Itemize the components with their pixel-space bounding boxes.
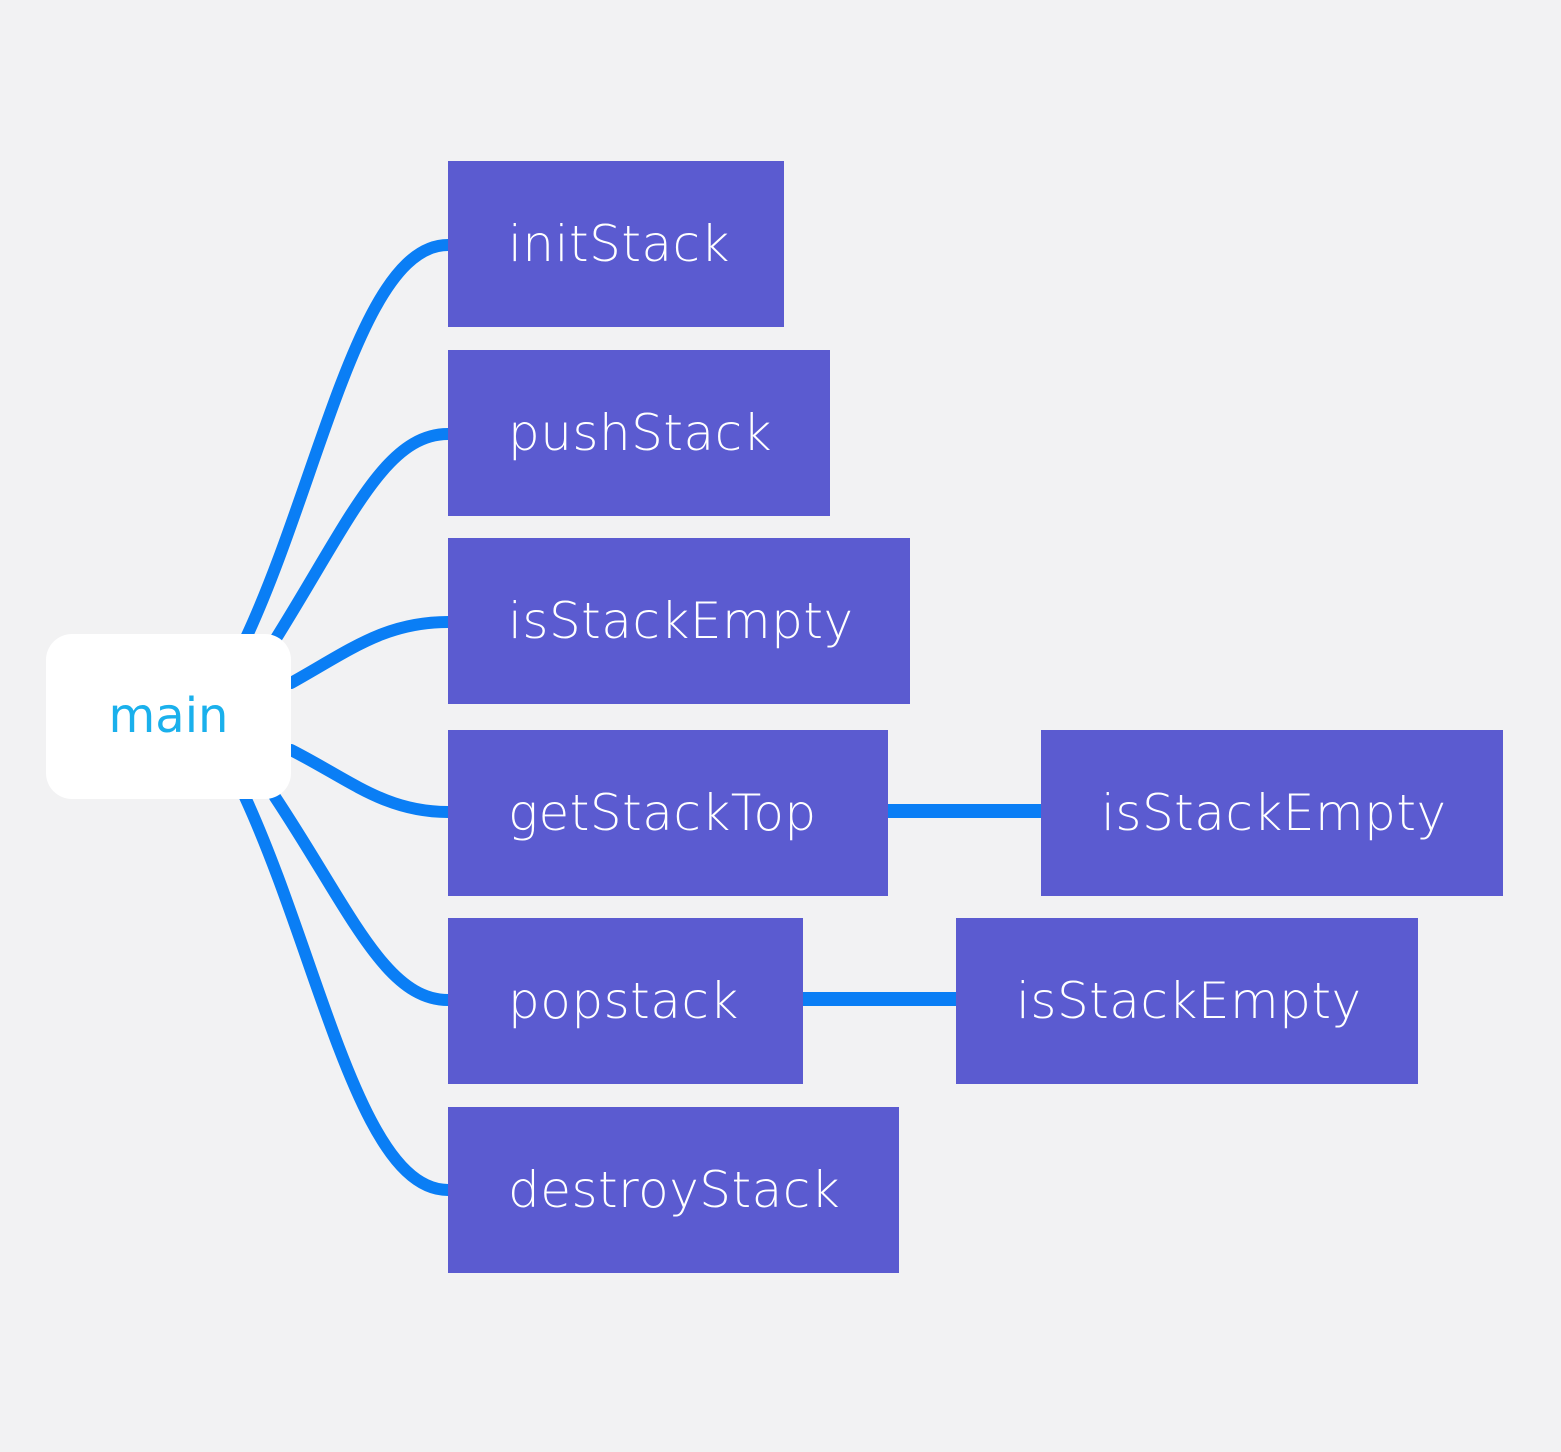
node-popstack[interactable]: popstack: [448, 918, 803, 1084]
node-destroystack[interactable]: destroyStack: [448, 1107, 899, 1273]
node-getstacktop[interactable]: getStackTop: [448, 730, 888, 896]
node-initstack[interactable]: initStack: [448, 161, 784, 327]
connector-main-isstackempty: [285, 616, 454, 689]
connector-main-popstack: [269, 791, 454, 1006]
node-isstackempty[interactable]: isStackEmpty: [448, 538, 910, 704]
connector-main-destroystack: [239, 791, 454, 1196]
connector-main-pushstack: [269, 428, 454, 646]
node-pushstack[interactable]: pushStack: [448, 350, 830, 516]
node-popstack-isstackempty[interactable]: isStackEmpty: [956, 918, 1418, 1084]
root-node-main[interactable]: main: [46, 634, 291, 799]
node-getstacktop-isstackempty[interactable]: isStackEmpty: [1041, 730, 1503, 896]
connector-main-initstack: [239, 239, 454, 646]
connector-main-getstacktop: [285, 744, 454, 818]
